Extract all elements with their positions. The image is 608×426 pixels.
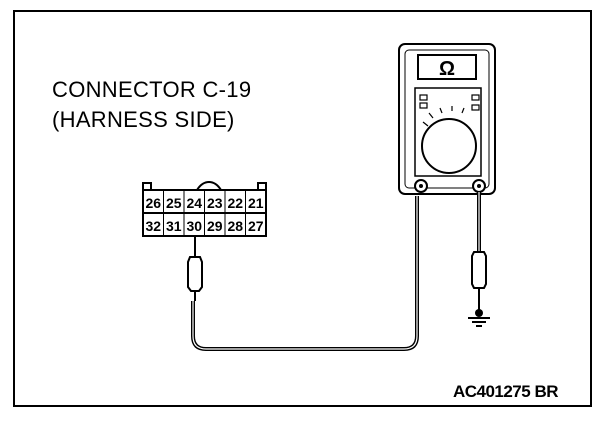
pin-29: 29 — [207, 218, 223, 234]
pin-23: 23 — [207, 195, 223, 211]
connector-title: CONNECTOR C-19 — [52, 77, 252, 102]
pin-27: 27 — [248, 218, 264, 234]
test-probe — [187, 236, 203, 301]
pin-24: 24 — [186, 195, 202, 211]
selector-dial — [421, 118, 477, 174]
ohmmeter: Ω — [398, 43, 496, 195]
pin-26: 26 — [145, 195, 161, 211]
connector-latch — [142, 180, 267, 191]
pin-25: 25 — [166, 195, 182, 211]
ground-icon — [468, 317, 490, 327]
ground-clip — [475, 309, 483, 317]
pin-22: 22 — [227, 195, 243, 211]
ohm-icon: Ω — [439, 58, 455, 80]
pin-32: 32 — [145, 218, 161, 234]
pin-30: 30 — [186, 218, 202, 234]
figure-code: AC401275 BR — [452, 382, 559, 401]
pin-21: 21 — [248, 195, 264, 211]
pin-28: 28 — [227, 218, 243, 234]
meter-display — [417, 54, 477, 80]
connector-subtitle: (HARNESS SIDE) — [52, 107, 235, 132]
pin-31: 31 — [166, 218, 182, 234]
ground-lead — [468, 192, 490, 327]
